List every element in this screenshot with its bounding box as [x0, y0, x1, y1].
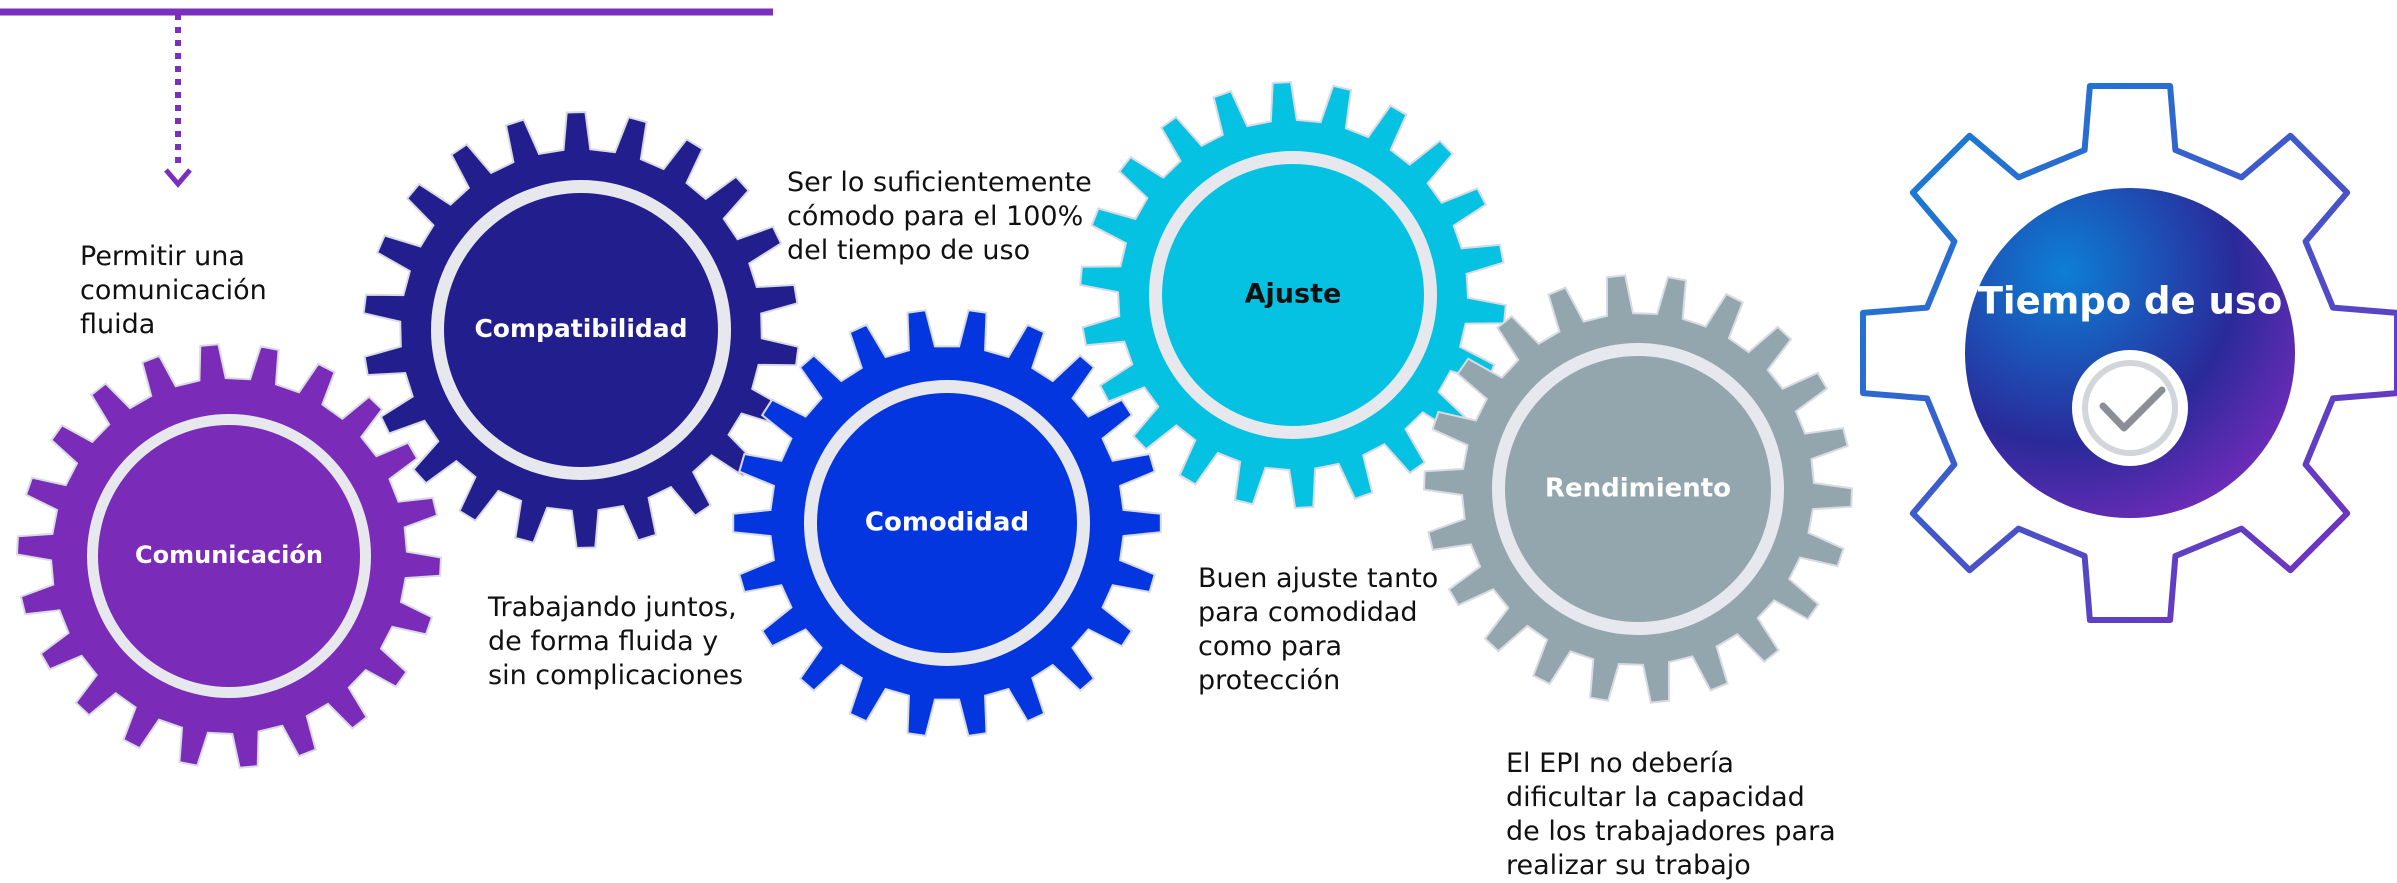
gear-ajuste-core	[1162, 164, 1424, 426]
gear-rendimiento-label: Rendimiento	[1545, 474, 1731, 504]
gear-compatibilidad: Compatibilidad	[362, 110, 800, 550]
gear-comodidad: Comodidad	[732, 308, 1162, 738]
description-ajuste: Buen ajuste tanto para comodidad como pa…	[1198, 563, 1439, 696]
gear-tiempo-de-uso: Tiempo de uso	[1860, 83, 2397, 623]
description-comunicacion: Permitir una comunicación fluida	[80, 241, 267, 340]
gear-compatibilidad-label: Compatibilidad	[474, 314, 687, 343]
gear-comunicacion-core	[98, 425, 360, 687]
gear-rendimiento: Rendimiento	[1422, 274, 1854, 704]
description-comodidad: Ser lo suficientemente cómodo para el 10…	[787, 167, 1092, 266]
gear-comodidad-core	[817, 393, 1077, 653]
gear-ajuste-label: Ajuste	[1245, 279, 1342, 310]
checkmark-icon	[2072, 350, 2188, 466]
description-compatibilidad: Trabajando juntos, de forma fluida y sin…	[488, 592, 744, 691]
gear-comunicacion-label: Comunicación	[135, 541, 323, 569]
gear-compatibilidad-core	[444, 193, 718, 467]
gear-tiempo-de-uso-label: Tiempo de uso	[1978, 280, 2283, 323]
gear-ajuste: Ajuste	[1079, 80, 1507, 510]
description-rendimiento: El EPI no debería dificultar la capacida…	[1506, 748, 1836, 881]
arrow-head-icon	[164, 168, 192, 188]
gear-comunicacion: Comunicación	[15, 343, 443, 769]
gear-rendimiento-core	[1505, 356, 1771, 622]
top-connector	[0, 8, 773, 188]
gear-comodidad-label: Comodidad	[865, 508, 1029, 538]
